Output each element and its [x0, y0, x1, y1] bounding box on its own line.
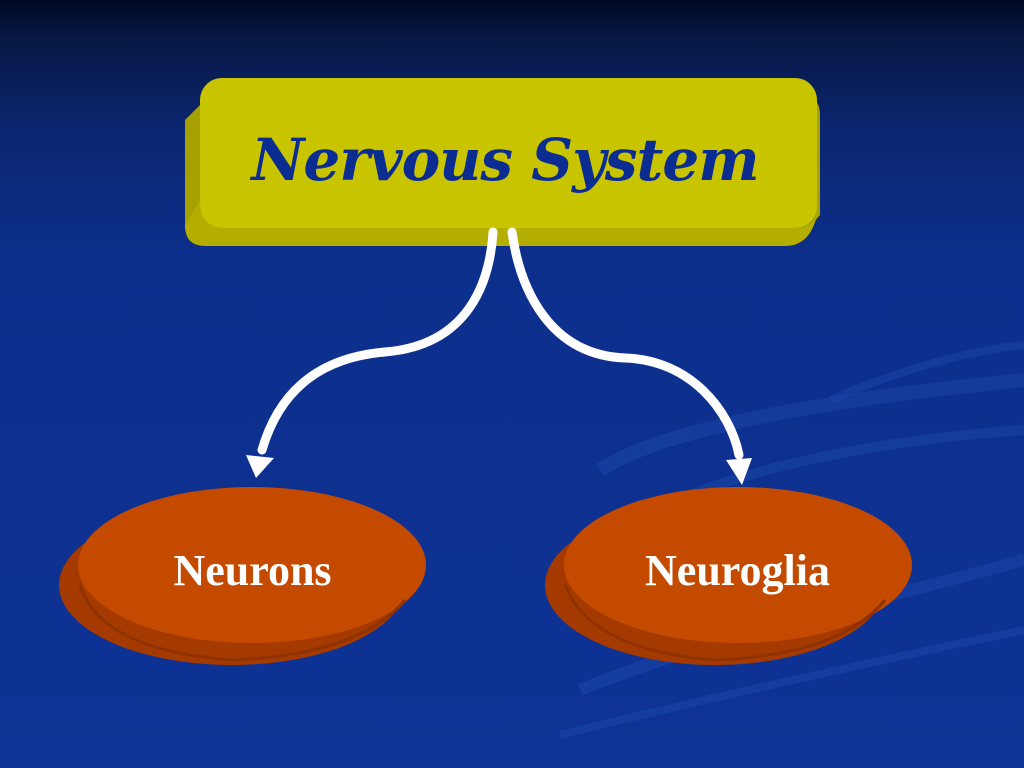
root-node-box: [185, 78, 820, 246]
arrow-to-neuroglia: [507, 227, 744, 460]
arrowhead-neuroglia: [726, 458, 752, 485]
root-node-label: Nervous System: [251, 126, 759, 194]
neurons-label: Neurons: [173, 545, 332, 595]
child-node-neurons: [59, 487, 426, 665]
neuroglia-label: Neuroglia: [645, 545, 830, 595]
connector-arrows: [257, 227, 744, 460]
arrowhead-neurons: [246, 455, 274, 478]
child-node-neuroglia: [545, 487, 912, 665]
arrow-to-neurons: [257, 227, 498, 455]
